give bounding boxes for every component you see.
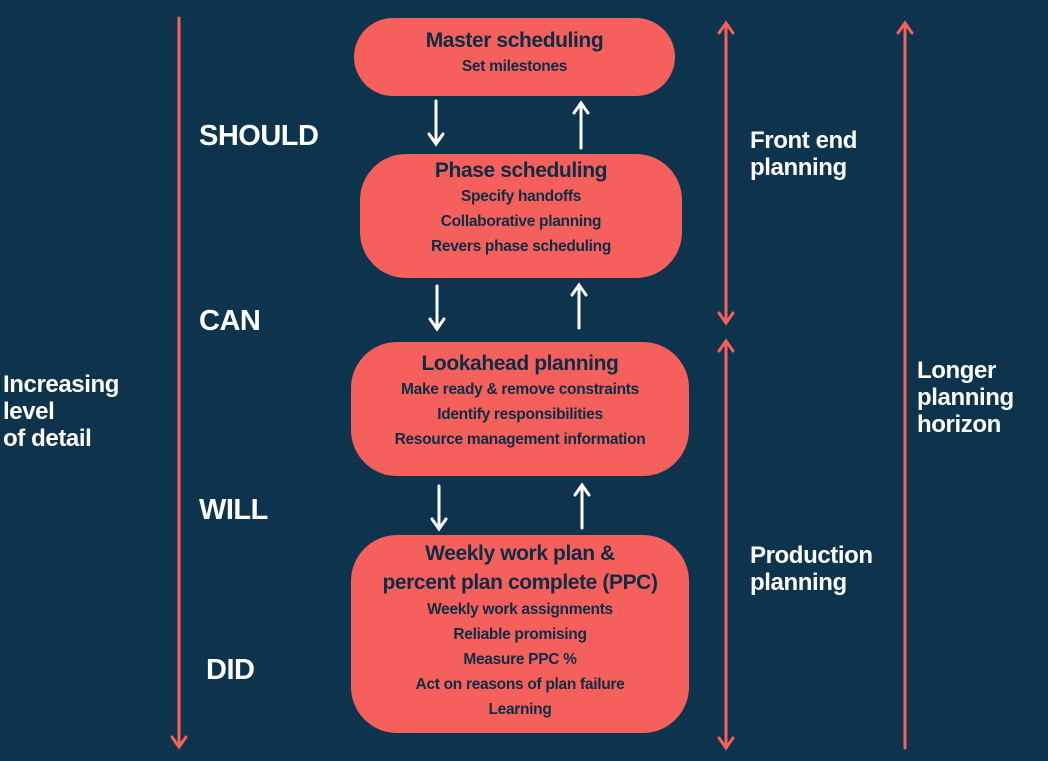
phase-scheduling-line: Revers phase scheduling bbox=[430, 238, 612, 255]
master-scheduling-line: Set milestones bbox=[461, 58, 568, 75]
weekly-work-plan-title: Weekly work plan & bbox=[425, 542, 615, 565]
down-arrow-1 bbox=[427, 99, 445, 147]
weekly-work-plan-title: percent plan complete (PPC) bbox=[382, 571, 658, 594]
weekly-work-plan-line: Measure PPC % bbox=[463, 651, 577, 668]
stage-can: CAN bbox=[199, 305, 261, 337]
phase-scheduling-line: Specify handoffs bbox=[460, 188, 582, 205]
front-end-double-arrow bbox=[717, 20, 735, 326]
up-arrow-3 bbox=[573, 482, 591, 530]
up-arrow-1 bbox=[572, 100, 590, 150]
production-double-arrow bbox=[717, 338, 735, 751]
longer-planning-horizon-label: Longer planning horizon bbox=[917, 357, 1014, 438]
lookahead-planning-line: Resource management information bbox=[394, 431, 646, 448]
horizon-up-arrow bbox=[896, 20, 914, 750]
stage-will: WILL bbox=[199, 494, 268, 526]
increasing-detail-label: Increasing level of detail bbox=[3, 371, 120, 452]
down-arrow-2 bbox=[428, 284, 446, 332]
stage-did: DID bbox=[206, 654, 255, 686]
weekly-work-plan-box: Weekly work plan & percent plan complete… bbox=[351, 535, 689, 733]
up-arrow-2 bbox=[570, 282, 588, 330]
lookahead-planning-box: Lookahead planning Make ready & remove c… bbox=[351, 342, 689, 476]
front-end-planning-label: Front end planning bbox=[750, 127, 858, 181]
production-planning-label: Production planning bbox=[750, 542, 873, 596]
lookahead-planning-line: Make ready & remove constraints bbox=[401, 381, 639, 398]
phase-scheduling-box: Phase scheduling Specify handoffs Collab… bbox=[360, 154, 682, 278]
master-scheduling-box: Master scheduling Set milestones bbox=[354, 18, 675, 96]
left-down-arrow bbox=[170, 16, 188, 750]
weekly-work-plan-line: Act on reasons of plan failure bbox=[415, 676, 625, 693]
master-scheduling-title: Master scheduling bbox=[425, 29, 604, 52]
phase-scheduling-line: Collaborative planning bbox=[440, 213, 602, 230]
weekly-work-plan-line: Reliable promising bbox=[453, 626, 587, 643]
lookahead-planning-title: Lookahead planning bbox=[421, 352, 619, 375]
stage-should: SHOULD bbox=[199, 120, 319, 152]
down-arrow-3 bbox=[430, 484, 448, 532]
weekly-work-plan-line: Learning bbox=[488, 701, 552, 718]
phase-scheduling-title: Phase scheduling bbox=[434, 159, 608, 182]
lookahead-planning-line: Identify responsibilities bbox=[437, 406, 603, 423]
weekly-work-plan-line: Weekly work assignments bbox=[427, 601, 613, 618]
